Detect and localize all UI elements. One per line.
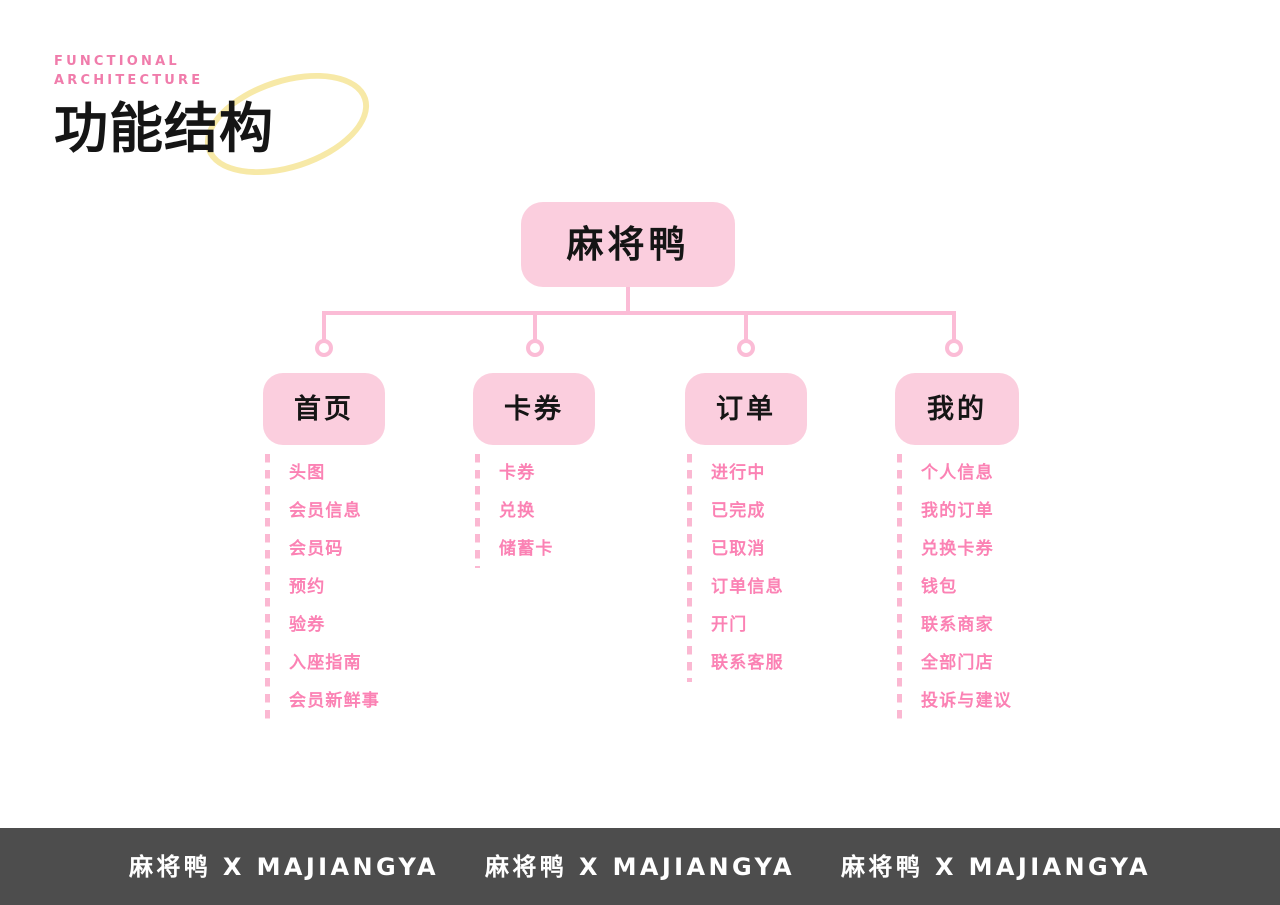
branch-node-label: 卡券: [504, 393, 564, 425]
leaf-item[interactable]: 进行中: [711, 463, 766, 483]
footer-brand-text: 麻将鸭 X MAJIANGYA: [841, 852, 1152, 881]
branch-node-label: 我的: [927, 393, 987, 425]
footer-bar: 麻将鸭 X MAJIANGYA 麻将鸭 X MAJIANGYA 麻将鸭 X MA…: [0, 828, 1280, 905]
leaf-item[interactable]: 会员信息: [289, 501, 362, 521]
leaf-item[interactable]: 会员新鲜事: [289, 691, 380, 711]
dashed-connector: [897, 454, 902, 720]
leaf-item[interactable]: 验券: [289, 615, 326, 635]
leaf-item[interactable]: 联系客服: [711, 653, 784, 673]
root-node-label: 麻将鸭: [566, 223, 690, 266]
page-title: 功能结构: [54, 97, 274, 160]
page-header: FUNCTIONAL ARCHITECTURE 功能结构: [54, 52, 474, 195]
leaf-item[interactable]: 已完成: [711, 501, 766, 521]
branch-node-4[interactable]: 我的: [895, 373, 1019, 445]
leaf-item[interactable]: 入座指南: [289, 653, 362, 673]
leaf-list-3: 进行中 已完成 已取消 订单信息 开门 联系客服: [685, 454, 935, 682]
leaf-item[interactable]: 开门: [711, 615, 748, 635]
leaf-item[interactable]: 全部门店: [921, 653, 994, 673]
leaf-item[interactable]: 已取消: [711, 539, 766, 559]
branch-node-1[interactable]: 首页: [263, 373, 385, 445]
branch-column-3: 订单 进行中 已完成 已取消 订单信息 开门 联系客服: [685, 373, 935, 682]
branch-node-3[interactable]: 订单: [685, 373, 807, 445]
branch-node-label: 订单: [716, 393, 776, 425]
leaf-item[interactable]: 兑换卡券: [921, 539, 994, 559]
branch-column-4: 我的 个人信息 我的订单 兑换卡券 钱包 联系商家 全部门店 投诉与建议: [895, 373, 1145, 720]
branch-node-2[interactable]: 卡券: [473, 373, 595, 445]
leaf-list-4: 个人信息 我的订单 兑换卡券 钱包 联系商家 全部门店 投诉与建议: [895, 454, 1145, 720]
leaf-item[interactable]: 联系商家: [921, 615, 994, 635]
eyebrow-line-1: FUNCTIONAL: [54, 54, 180, 69]
dashed-connector: [475, 454, 480, 568]
leaf-item[interactable]: 投诉与建议: [921, 691, 1012, 711]
branch-column-2: 卡券 卡券 兑换 储蓄卡: [473, 373, 723, 568]
branch-columns: 首页 头图 会员信息 会员码 预约 验券 入座指南 会员新鲜事 卡券 卡券 兑换: [263, 373, 1145, 720]
leaf-list-1: 头图 会员信息 会员码 预约 验券 入座指南 会员新鲜事: [263, 454, 513, 720]
leaf-item[interactable]: 卡券: [499, 463, 536, 483]
leaf-item[interactable]: 预约: [289, 577, 326, 597]
branch-node-label: 首页: [294, 393, 354, 425]
page-title-wrap: 功能结构: [54, 53, 383, 195]
footer-brand-text: 麻将鸭 X MAJIANGYA: [484, 852, 796, 881]
eyebrow-line-2: ARCHITECTURE: [54, 73, 204, 88]
leaf-item[interactable]: 储蓄卡: [499, 539, 554, 559]
footer-brand-text: 麻将鸭 X MAJIANGYA: [128, 852, 439, 881]
leaf-item[interactable]: 钱包: [921, 577, 958, 597]
leaf-list-2: 卡券 兑换 储蓄卡: [473, 454, 723, 568]
leaf-item[interactable]: 头图: [289, 463, 326, 483]
leaf-item[interactable]: 我的订单: [921, 501, 994, 521]
dashed-connector: [687, 454, 692, 682]
dashed-connector: [265, 454, 270, 720]
branch-column-1: 首页 头图 会员信息 会员码 预约 验券 入座指南 会员新鲜事: [263, 373, 513, 720]
leaf-item[interactable]: 会员码: [289, 539, 344, 559]
leaf-item[interactable]: 订单信息: [711, 577, 784, 597]
root-node[interactable]: 麻将鸭: [521, 202, 735, 287]
leaf-item[interactable]: 兑换: [499, 501, 536, 521]
leaf-item[interactable]: 个人信息: [921, 463, 994, 483]
